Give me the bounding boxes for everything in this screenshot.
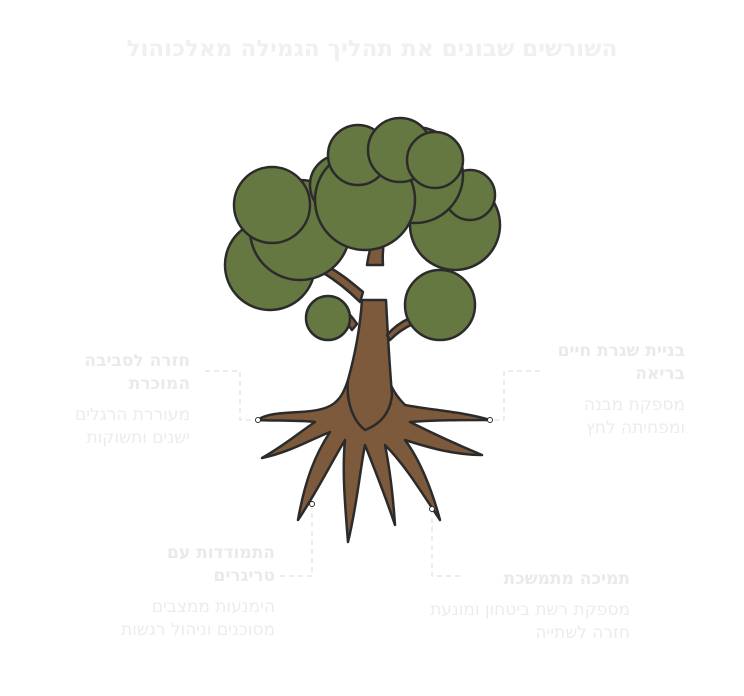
label-healthy-routine-heading: בניית שגרת חיים בריאה	[557, 341, 685, 384]
label-healthy-routine-description: מספקת מבנה ומפחיתה לחץ	[583, 395, 685, 438]
label-support-heading: תמיכה מתמשכת	[503, 569, 631, 589]
label-relapse-heading: חזרה לסביבה המוכרת	[84, 351, 190, 394]
label-triggers: התמודדות עם טריגרים הימנעות ממצבים מסוכנ…	[120, 542, 275, 642]
label-support-description: מספקת רשת ביטחון ומונעת חזרה לשתייה	[430, 600, 630, 643]
label-triggers-description: הימנעות ממצבים מסוכנים וניהול רגשות	[121, 597, 275, 640]
label-triggers-heading: התמודדות עם טריגרים	[167, 543, 275, 586]
tree-foliage	[223, 116, 502, 342]
label-relapse-description: מעוררת הרגלים ישנים ותשוקות	[74, 405, 190, 448]
label-healthy-routine: בניית שגרת חיים בריאה מספקת מבנה ומפחיתה…	[535, 340, 685, 440]
label-support: תמיכה מתמשכת מספקת רשת ביטחון ומונעת חזר…	[430, 568, 630, 645]
connector-lines	[205, 370, 540, 577]
page-title: השורשים שבונים את תהליך הגמילה מאלכוהול	[126, 36, 618, 62]
label-relapse: חזרה לסביבה המוכרת מעוררת הרגלים ישנים ו…	[40, 350, 190, 450]
connector-dots	[255, 417, 493, 512]
tree-roots	[256, 366, 492, 544]
